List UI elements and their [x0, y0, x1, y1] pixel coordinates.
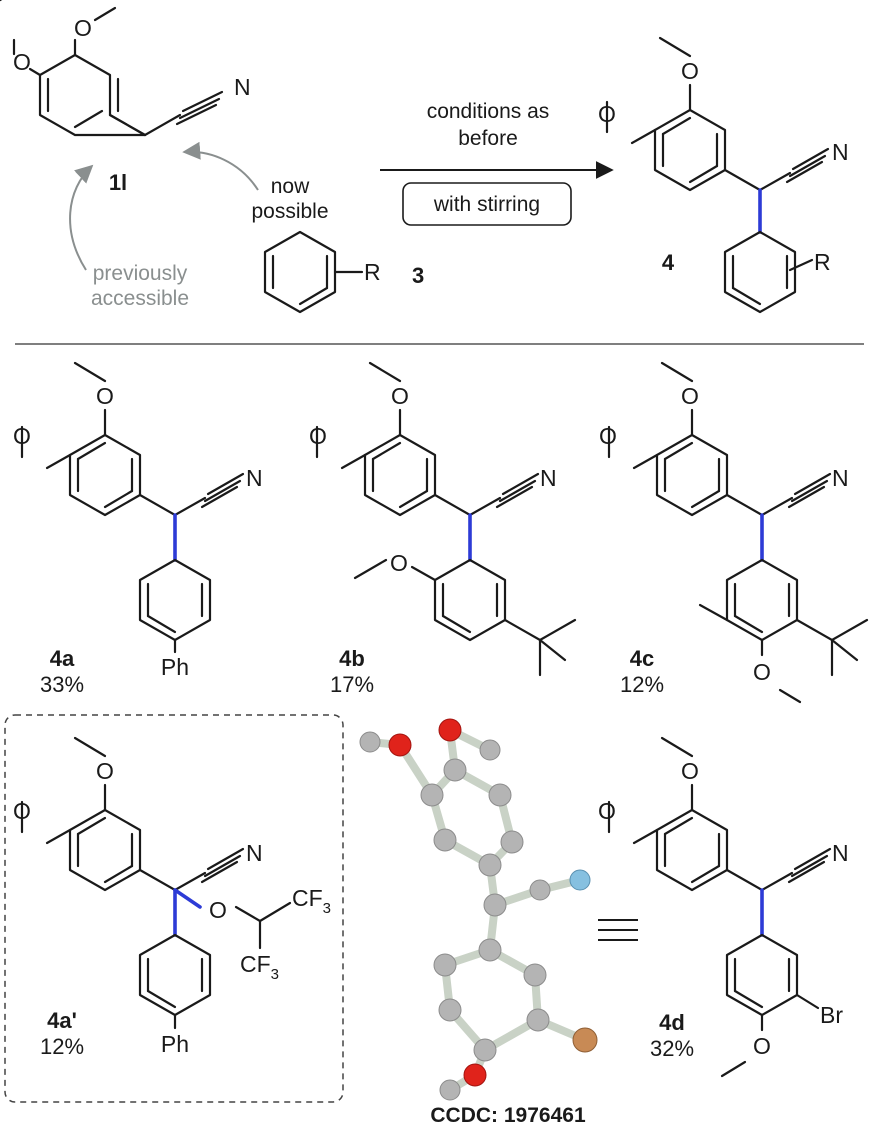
- compound-4a-prime-structure: [20, 736, 292, 1030]
- methoxy-oxygen-label: O: [309, 423, 327, 449]
- conditions-line1: conditions as: [427, 100, 550, 123]
- equivalence-symbol: [598, 919, 638, 941]
- yield-4a: 33%: [40, 672, 84, 697]
- methoxy-oxygen-label: O: [598, 101, 616, 127]
- methoxy-oxygen-label: O: [13, 423, 31, 449]
- methoxy-oxygen-label: O: [753, 659, 771, 685]
- compound-label-3: 3: [412, 263, 424, 288]
- nitrile-n-label: N: [540, 465, 557, 491]
- methoxy-oxygen-label: O: [13, 798, 31, 824]
- previous-route-line1: previously: [93, 262, 188, 285]
- new-route-arrow: [182, 141, 259, 191]
- compound-label-4: 4: [662, 250, 675, 275]
- methoxy-oxygen-label: O: [681, 58, 699, 84]
- methoxy-oxygen-label: O: [753, 1033, 771, 1059]
- starting-material-structure: [12, 6, 224, 137]
- arene-3-structure: [263, 230, 364, 314]
- methoxy-oxygen-label: O: [390, 550, 408, 576]
- methoxy-oxygen-label: O: [681, 383, 699, 409]
- methoxy-oxygen-label: O: [96, 758, 114, 784]
- nitrile-n-label: N: [234, 74, 251, 100]
- yield-4d: 32%: [650, 1036, 694, 1061]
- compound-4d-structure: [607, 736, 832, 1078]
- compound-4b-structure: [315, 361, 577, 677]
- trifluoromethyl-label: CF3: [292, 885, 331, 917]
- new-route-line1: now: [271, 175, 310, 198]
- previous-route-line2: accessible: [91, 287, 189, 310]
- phenyl-label-4a: Ph: [161, 654, 189, 680]
- nitrile-n-label: N: [832, 139, 849, 165]
- methoxy-oxygen-label: O: [598, 798, 616, 824]
- compound-4a-structure: [20, 361, 245, 654]
- crystal-structure-model: [359, 718, 598, 1101]
- nitrile-n-label: N: [246, 840, 263, 866]
- methoxy-oxygen-label: O: [599, 423, 617, 449]
- compound-label-4b: 4b: [339, 646, 365, 671]
- nitrile-n-label: N: [246, 465, 263, 491]
- previous-route-arrow: [69, 164, 94, 271]
- nitrile-n-label: N: [832, 840, 849, 866]
- methoxy-oxygen-label: O: [13, 49, 31, 75]
- methoxy-oxygen-label: O: [681, 758, 699, 784]
- ether-oxygen-label: O: [209, 897, 227, 923]
- conditions-line2: before: [458, 127, 518, 150]
- compound-4c-structure: [607, 361, 869, 704]
- methoxy-oxygen-label: O: [74, 15, 92, 41]
- ccdc-caption: CCDC: 1976461: [430, 1104, 586, 1127]
- bromo-label: Br: [820, 1002, 843, 1028]
- r-group-label: R: [814, 249, 831, 275]
- compound-label-4d: 4d: [659, 1010, 685, 1035]
- compound-label-4a: 4a: [50, 646, 75, 671]
- methoxy-oxygen-label: O: [391, 383, 409, 409]
- methoxy-oxygen-label: O: [96, 383, 114, 409]
- yield-4a-prime: 12%: [40, 1034, 84, 1059]
- yield-4c: 12%: [620, 672, 664, 697]
- compound-label-4c: 4c: [630, 646, 654, 671]
- product-4-structure: [605, 36, 830, 314]
- yield-4b: 17%: [330, 672, 374, 697]
- compound-label-1l: 1l: [109, 170, 127, 195]
- side-product-box: [4, 714, 344, 1103]
- new-route-line2: possible: [251, 200, 328, 223]
- phenyl-label-4a-prime: Ph: [161, 1031, 189, 1057]
- nitrile-n-label: N: [832, 465, 849, 491]
- trifluoromethyl-label: CF3: [240, 951, 279, 983]
- stirring-label: with stirring: [433, 193, 540, 216]
- compound-label-4a-prime: 4a': [47, 1008, 77, 1033]
- stirring-box: [402, 182, 572, 226]
- r-group-label: R: [364, 259, 381, 285]
